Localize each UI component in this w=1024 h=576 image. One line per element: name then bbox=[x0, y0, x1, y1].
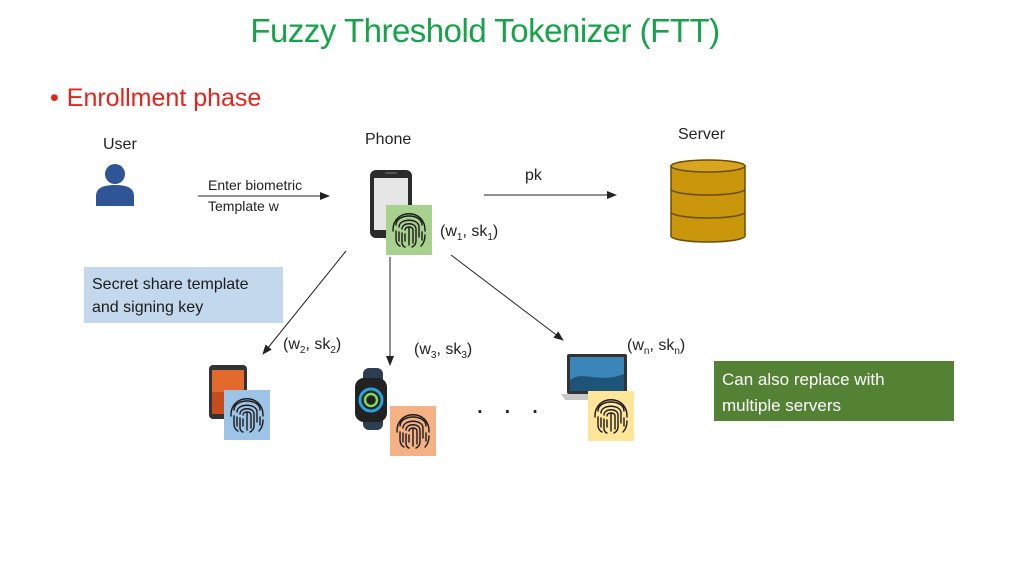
database-icon bbox=[670, 159, 746, 243]
user-icon bbox=[96, 164, 134, 206]
fingerprint-icon bbox=[386, 205, 432, 255]
enter-biometric-label: Enter biometric Template w bbox=[208, 177, 303, 214]
fingerprint-icon bbox=[224, 390, 270, 440]
arrow-phone-to-laptop bbox=[450, 254, 564, 341]
laptop-icon bbox=[561, 354, 633, 400]
secret-share-note: Secret share template and signing key bbox=[84, 267, 283, 323]
user-label: User bbox=[103, 136, 137, 153]
fingerprint-icon bbox=[588, 391, 634, 441]
pk-label: pk bbox=[525, 167, 542, 184]
bullet-text: Enrollment phase bbox=[66, 84, 262, 112]
fingerprint-icon bbox=[390, 406, 436, 456]
share-label-1: (w1, sk1) bbox=[440, 223, 499, 244]
phone-label: Phone bbox=[365, 131, 412, 148]
share-label-2: (w2, sk2) bbox=[283, 336, 342, 357]
bullet-enrollment: •Enrollment phase bbox=[50, 84, 262, 112]
share-label-n: (wn, skn) bbox=[627, 337, 686, 358]
page-title: Fuzzy Threshold Tokenizer (FTT) bbox=[250, 12, 720, 49]
share-label-3: (w3, sk3) bbox=[414, 341, 473, 362]
arrow-phone-to-tablet bbox=[262, 250, 347, 355]
server-label: Server bbox=[678, 126, 726, 143]
smartwatch-icon bbox=[355, 368, 387, 430]
ellipsis: . . . bbox=[476, 388, 545, 419]
replace-servers-note: Can also replace with multiple servers bbox=[714, 361, 954, 421]
